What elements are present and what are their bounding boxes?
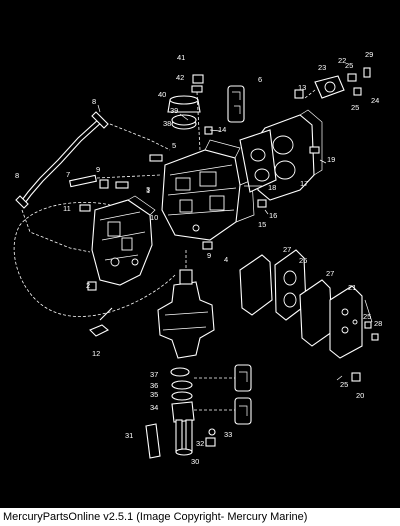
callout-10: 10 — [150, 213, 158, 222]
callout-42: 42 — [176, 73, 184, 82]
callout-5: 5 — [172, 141, 176, 150]
callout-24: 24 — [371, 96, 379, 105]
transfer-port-cover — [239, 109, 323, 201]
callout-22: 22 — [338, 56, 346, 65]
dowel-pin — [69, 174, 161, 188]
callout-4: 4 — [224, 255, 228, 264]
callout-29: 29 — [365, 50, 373, 59]
hose-line — [15, 111, 171, 253]
callout-14: 14 — [218, 125, 226, 134]
callout-27: 27 — [283, 245, 291, 254]
callout-32: 32 — [196, 439, 204, 448]
detail-inset-upper — [227, 85, 245, 123]
callout-13: 13 — [298, 83, 306, 92]
callout-25: 25 — [351, 103, 359, 112]
callout-12: 12 — [92, 349, 100, 358]
callout-30: 30 — [191, 457, 199, 466]
callout-18: 18 — [268, 183, 276, 192]
callout-25: 25 — [363, 312, 371, 321]
callout-labels: 1234567889910111213141516171819202122232… — [15, 50, 382, 466]
callout-8: 8 — [15, 171, 19, 180]
callout-37: 37 — [150, 370, 158, 379]
callout-11: 11 — [63, 204, 71, 213]
callout-39: 39 — [170, 106, 178, 115]
callout-35: 35 — [150, 390, 158, 399]
bolts — [79, 89, 320, 337]
callout-19: 19 — [327, 155, 335, 164]
callout-16: 16 — [269, 211, 277, 220]
callout-40: 40 — [158, 90, 166, 99]
crankcase-cover — [91, 195, 156, 286]
callout-21: 21 — [348, 283, 356, 292]
thermostat-assembly — [167, 74, 213, 151]
leader-lines — [97, 104, 373, 381]
callout-25: 25 — [340, 380, 348, 389]
callout-3: 3 — [146, 185, 150, 194]
callout-25: 25 — [345, 61, 353, 70]
pressure-valve — [304, 67, 371, 99]
image-caption: MercuryPartsOnline v2.5.1 (Image Copyrig… — [0, 508, 400, 526]
callout-26: 26 — [299, 256, 307, 265]
callout-1: 1 — [146, 186, 150, 195]
detail-inset-lower — [194, 364, 252, 425]
callout-27: 27 — [326, 269, 334, 278]
lower-seal-assembly — [145, 367, 216, 459]
callout-2: 2 — [86, 281, 90, 290]
callout-20: 20 — [356, 391, 364, 400]
callout-41: 41 — [177, 53, 185, 62]
crankshaft — [157, 250, 215, 359]
callout-23: 23 — [318, 63, 326, 72]
callout-17: 17 — [300, 179, 308, 188]
callout-7: 7 — [66, 170, 70, 179]
callout-8: 8 — [92, 97, 96, 106]
callout-33: 33 — [224, 430, 232, 439]
callout-28: 28 — [374, 319, 382, 328]
callout-15: 15 — [258, 220, 266, 229]
cylinder-block — [161, 139, 255, 241]
callout-34: 34 — [150, 403, 158, 412]
callout-31: 31 — [125, 431, 133, 440]
callout-9: 9 — [96, 165, 100, 174]
callout-9: 9 — [207, 251, 211, 260]
callout-6: 6 — [258, 75, 262, 84]
callout-38: 38 — [163, 119, 171, 128]
gasket-plates — [239, 249, 379, 382]
callout-36: 36 — [150, 381, 158, 390]
